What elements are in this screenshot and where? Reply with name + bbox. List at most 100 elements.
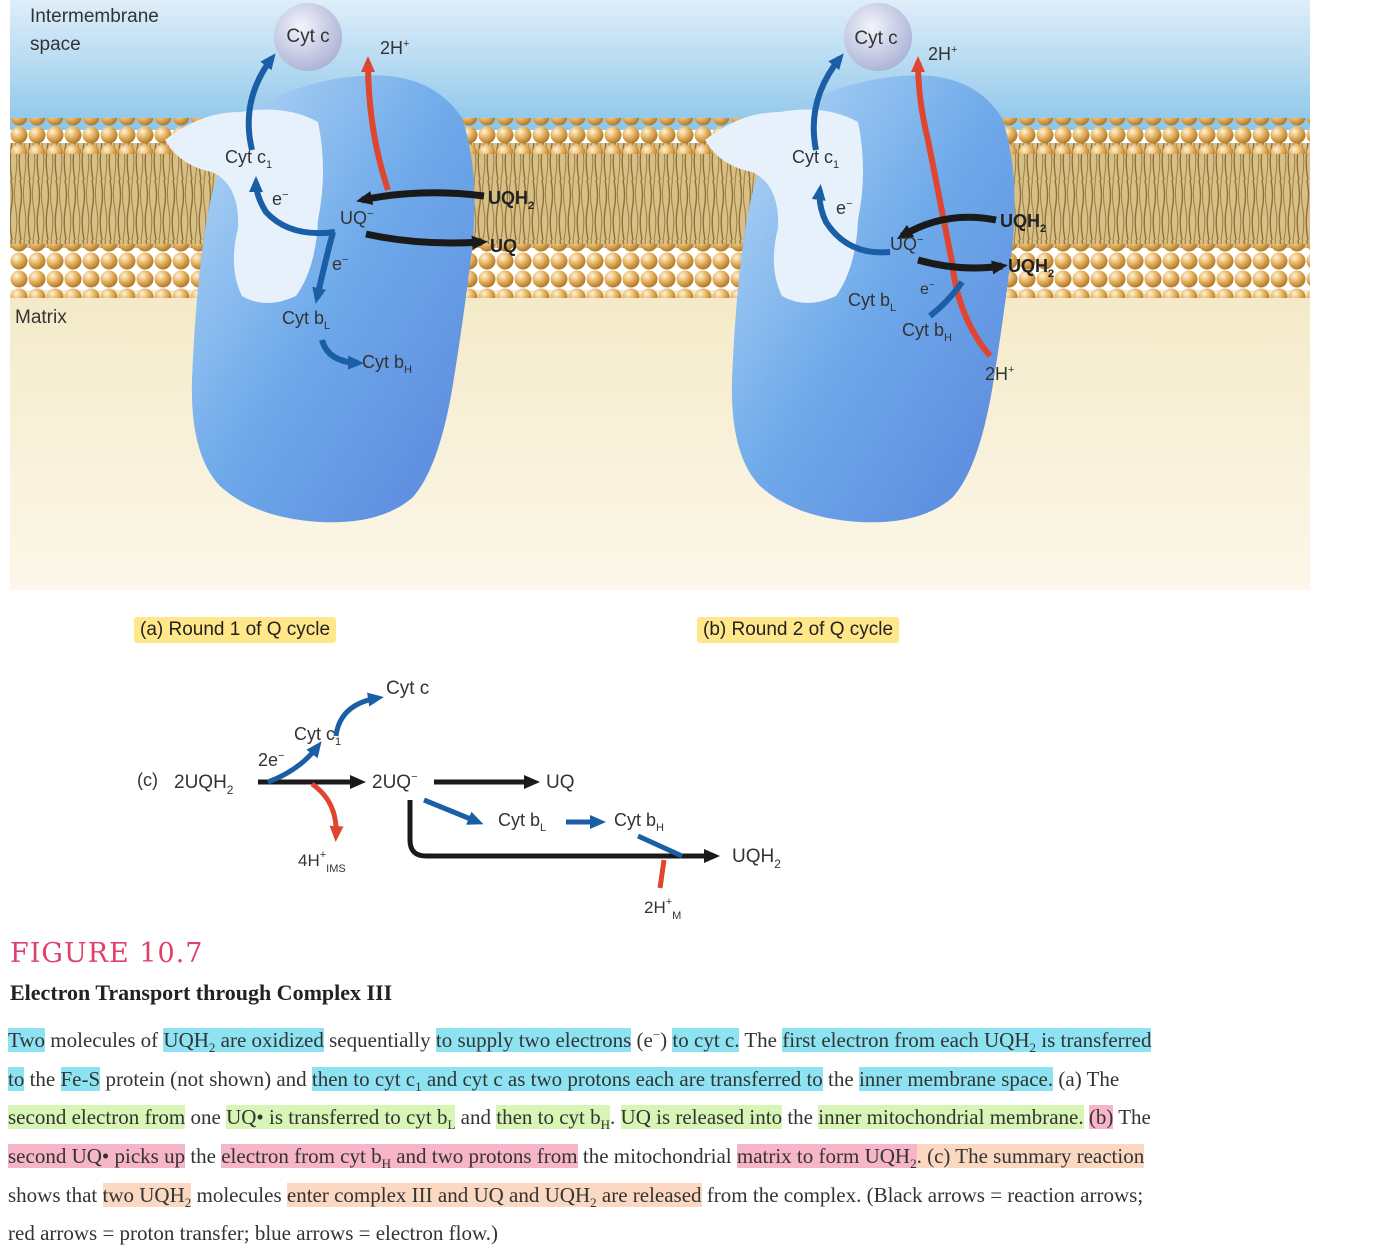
caption-segment: The xyxy=(1113,1105,1151,1130)
electron-arrow-to-cyt-c1 xyxy=(267,741,322,785)
uq-out-arrow xyxy=(365,230,488,250)
caption-segment: shows that xyxy=(8,1182,103,1207)
electron-arrow-to-cyt-c1 xyxy=(811,184,891,256)
caption-segment: Fe-S xyxy=(60,1066,101,1091)
caption-segment: the xyxy=(822,1066,859,1091)
caption-segment: (a) The xyxy=(1053,1066,1120,1091)
cyt-c1-label: Cyt c1 xyxy=(792,147,839,171)
caption-segment: (e−) xyxy=(631,1027,673,1052)
uqh2-out-arrow xyxy=(917,256,1008,275)
cyt-c1-label: Cyt c1 xyxy=(225,147,272,171)
uqh2-in-arrow xyxy=(896,213,997,240)
caption-segment: inner mitochondrial membrane. xyxy=(818,1105,1084,1130)
panel-b-caption: (b) Round 2 of Q cycle xyxy=(697,617,900,643)
caption-segment: UQH2 are oxidized xyxy=(163,1028,324,1056)
caption-segment: sequentially xyxy=(323,1028,436,1052)
two-e-label: 2e− xyxy=(258,750,284,770)
two-h-top-label: 2H+ xyxy=(928,44,957,64)
caption-segment: inner membrane space. xyxy=(858,1066,1054,1091)
caption-segment: two UQH2 xyxy=(102,1182,192,1210)
uqh2-out-label: UQH2 xyxy=(1008,256,1054,280)
cyt-c-sphere xyxy=(274,3,342,71)
caption-segment: the xyxy=(782,1105,819,1130)
intermembrane-label-line1: Intermembrane xyxy=(30,6,159,27)
electron-arrow-to-cyt-c1 xyxy=(249,176,336,237)
panel-a: Intermembrane space Matrix Cyt c 2H+ Cyt… xyxy=(15,3,534,523)
electron-label-2: e− xyxy=(920,280,935,298)
electron-label-1: e− xyxy=(272,189,288,209)
cyt-bl-label: Cyt bL xyxy=(848,290,896,314)
cyt-bh-label: Cyt bH xyxy=(902,320,952,344)
panel-b: Cyt c 2H+ 2H+ Cyt c1 e− UQ− UQH2 UQH2 Cy… xyxy=(705,3,1054,523)
uq-minus-label: UQ− xyxy=(890,234,923,254)
two-h-label: 2H+M xyxy=(644,896,681,922)
cyt-c-label: Cyt c xyxy=(286,26,329,47)
electron-arrow-to-cyt-bh xyxy=(928,280,965,319)
caption-segment: then to cyt c1 and cyt c as two protons … xyxy=(311,1066,823,1094)
uqh2-label: UQH2 xyxy=(488,188,534,212)
electron-arrow-cyt-bh-to-uqh2 xyxy=(636,833,684,859)
two-h-bottom-label: 2H+ xyxy=(985,364,1014,384)
caption-segment: the xyxy=(185,1144,222,1169)
caption-segment: molecules xyxy=(191,1182,287,1207)
fe-s-protein xyxy=(165,109,323,304)
caption-segment: the mitochondrial xyxy=(577,1144,737,1169)
caption-segment: electron from cyt bH and two protons fro… xyxy=(221,1144,578,1172)
uqh2-label: UQH2 xyxy=(732,846,781,871)
electron-arrow-to-cyt-bh xyxy=(319,339,364,370)
panel-c: (c) 2UQH2 2e− Cyt c1 Cyt c 4H+IMS 2UQ− U… xyxy=(137,678,781,922)
cyt-bh-label: Cyt bH xyxy=(614,810,664,834)
uqh2-in-arrow xyxy=(356,189,485,205)
complex-iii-figure: Intermembrane space Matrix Cyt c 2H+ Cyt… xyxy=(10,0,1310,922)
caption-segment: UQ• is transferred to cyt bL xyxy=(226,1105,456,1133)
caption-segment: molecules of xyxy=(45,1028,164,1052)
electron-arrow-to-cyt-bl xyxy=(312,231,336,304)
uqh2-in-label: UQH2 xyxy=(1000,211,1046,235)
two-uq-minus-label: 2UQ− xyxy=(372,771,418,793)
electron-label-1: e− xyxy=(836,198,852,218)
proton-arrow xyxy=(361,56,391,191)
cyt-c-label: Cyt c xyxy=(386,678,429,699)
caption-segment: to xyxy=(8,1066,25,1091)
figure-title: Electron Transport through Complex III xyxy=(10,980,393,1005)
uq-label: UQ xyxy=(546,772,575,793)
fe-s-protein xyxy=(705,109,863,304)
caption-segment: matrix to form UQH2 xyxy=(736,1144,917,1172)
proton-uptake-arrow xyxy=(657,859,667,889)
figure-caption-body: Two molecules of UQH2 are oxidized seque… xyxy=(8,1020,1393,1249)
cyt-bl-label: Cyt bL xyxy=(498,810,546,834)
caption-segment: to cyt c. xyxy=(672,1028,740,1052)
cyt-c-sphere xyxy=(844,3,912,71)
caption-segment: Two xyxy=(8,1028,46,1052)
panel-a-caption: (a) Round 1 of Q cycle xyxy=(134,617,337,643)
caption-segment: . xyxy=(610,1105,621,1130)
four-h-label: 4H+IMS xyxy=(298,849,346,875)
figure-number: FIGURE 10.7 xyxy=(10,938,204,969)
caption-segment: . (c) The summary reaction xyxy=(916,1144,1145,1169)
cyt-bh-label: Cyt bH xyxy=(362,352,412,376)
intermembrane-label-line2: space xyxy=(30,34,81,55)
caption-segment: from the complex. (Black arrows = reacti… xyxy=(701,1182,1144,1207)
electron-arrow-to-cyt-c xyxy=(245,53,276,151)
caption-segment: and xyxy=(455,1105,497,1130)
caption-segment: first electron from each UQH2 is transfe… xyxy=(782,1028,1152,1056)
caption-segment: to supply two electrons xyxy=(435,1028,632,1052)
uqh2-product-arrow xyxy=(407,800,720,863)
caption-segment: enter complex III and UQ and UQH2 are re… xyxy=(286,1182,702,1210)
electron-arrow-to-cyt-c xyxy=(333,692,384,737)
caption-segment: UQ is released into xyxy=(620,1105,783,1130)
caption-segment: one xyxy=(185,1105,227,1130)
cyt-c1-label: Cyt c1 xyxy=(294,724,341,748)
caption-segment: then to cyt bH xyxy=(496,1105,611,1133)
proton-arrow xyxy=(911,56,993,358)
caption-segment: protein (not shown) and xyxy=(100,1066,312,1091)
caption-segment: (b) xyxy=(1088,1105,1114,1130)
cyt-c-label: Cyt c xyxy=(854,28,897,49)
matrix-label: Matrix xyxy=(15,307,67,328)
panel-c-letter: (c) xyxy=(137,770,158,790)
caption-segment: The xyxy=(739,1028,783,1052)
caption-segment: second electron from xyxy=(8,1105,186,1130)
caption-segment: red arrows = proton transfer; blue arrow… xyxy=(8,1221,498,1246)
caption-segment: second UQ• picks up xyxy=(8,1144,186,1169)
two-uqh2-label: 2UQH2 xyxy=(174,772,234,797)
